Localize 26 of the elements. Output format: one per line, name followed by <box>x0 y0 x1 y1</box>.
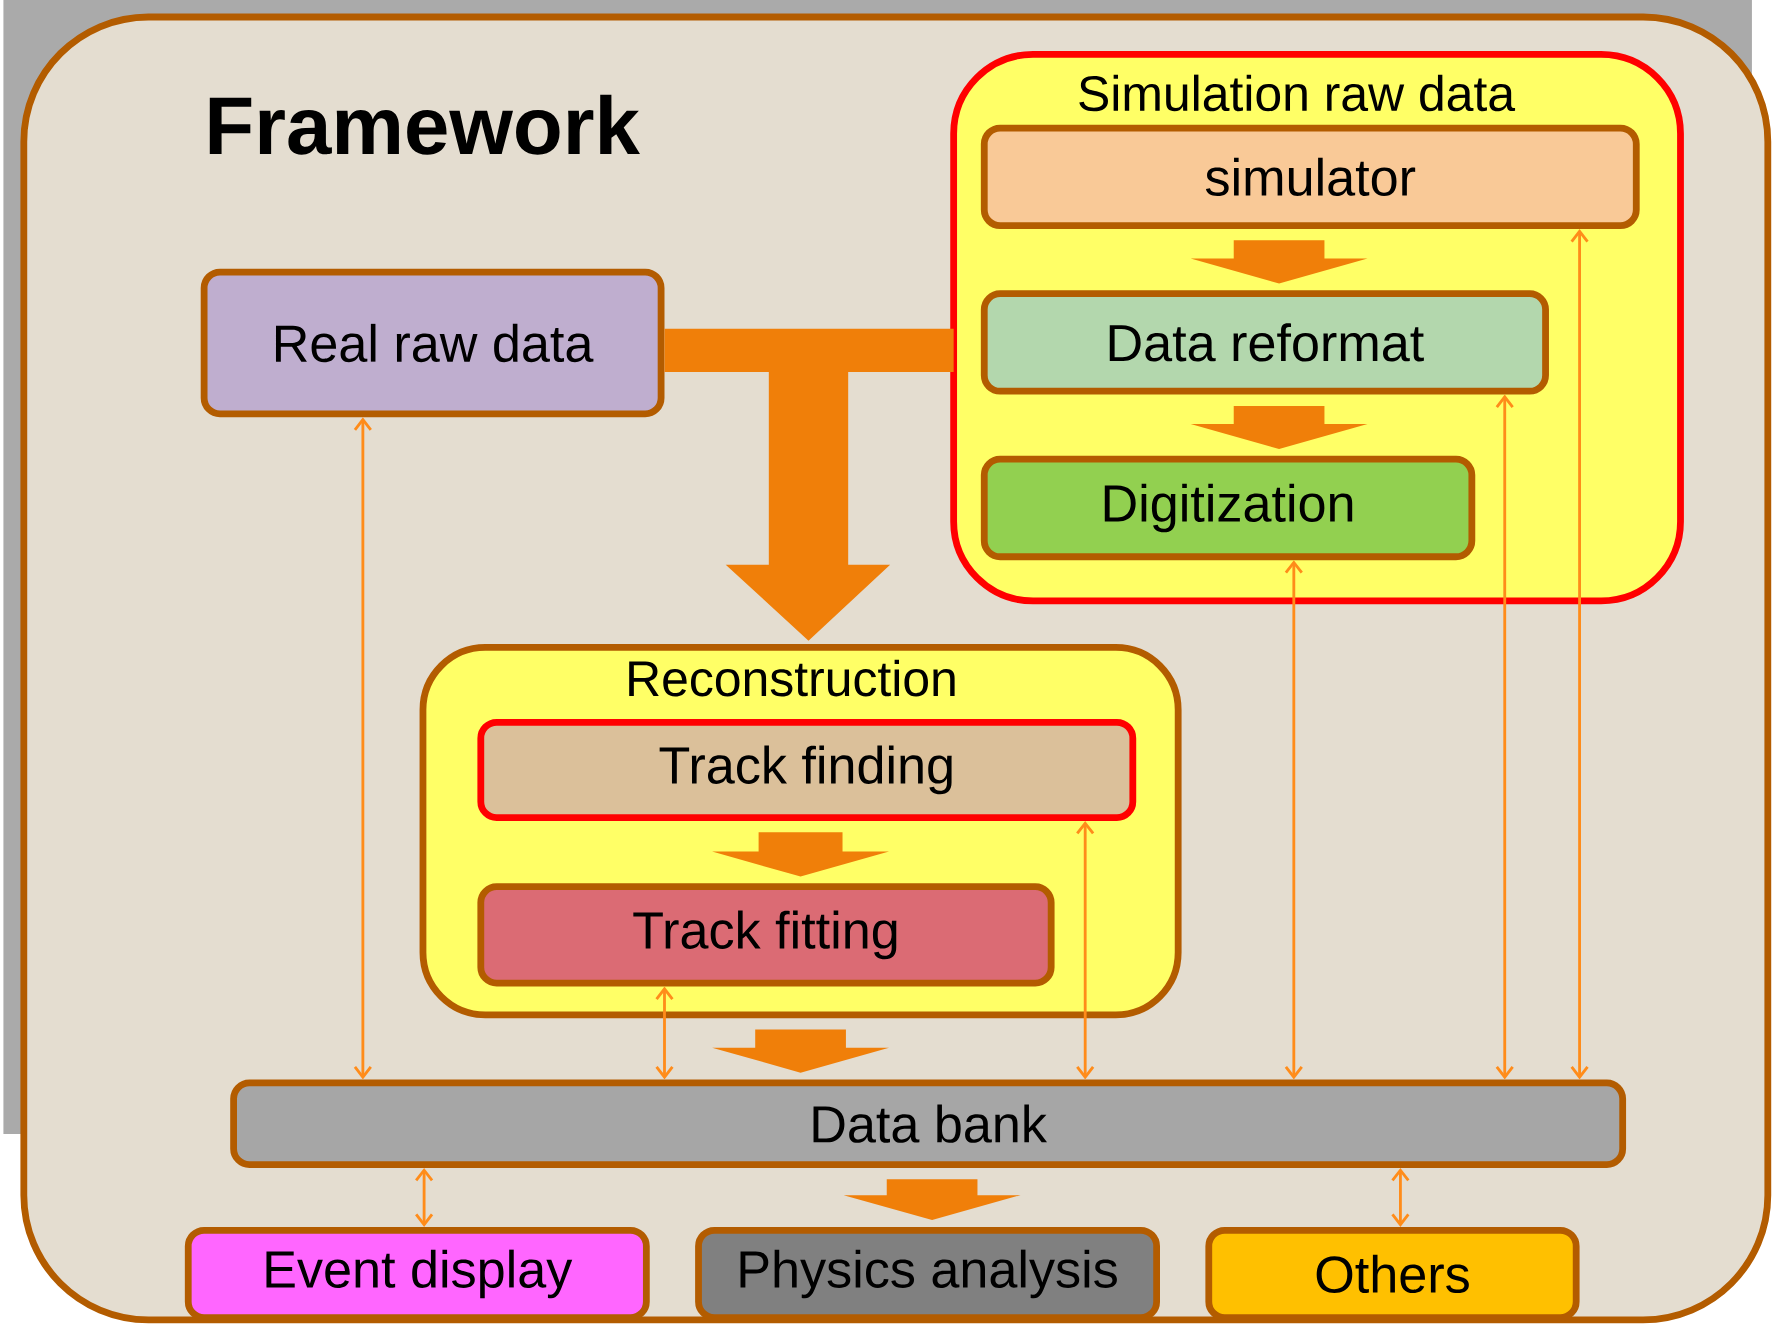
block-arrow <box>1190 406 1368 450</box>
data-box: Real raw data <box>200 268 665 418</box>
process-box: Digitization <box>980 456 1476 561</box>
heading: Reconstruction <box>629 659 955 697</box>
block-arrow <box>664 329 954 641</box>
process-box: Data reformat <box>980 290 1549 395</box>
block-arrow <box>843 1179 1021 1221</box>
double-arrow <box>1391 1168 1410 1228</box>
double-arrow <box>415 1168 434 1228</box>
block-arrow <box>712 1029 889 1073</box>
data-bank-bar: Data bank <box>230 1079 1627 1169</box>
output-box: Physics analysis <box>695 1227 1160 1322</box>
double-arrow <box>1284 560 1303 1080</box>
double-arrow <box>655 986 674 1080</box>
double-arrow <box>1570 229 1589 1080</box>
block-arrow <box>712 832 889 877</box>
output-box: Others <box>1205 1227 1580 1322</box>
output-box: Event display <box>184 1227 650 1322</box>
double-arrow <box>1495 394 1514 1080</box>
process-box: Track finding <box>477 719 1137 822</box>
process-box: simulator <box>980 124 1640 230</box>
heading: Framework <box>209 94 640 155</box>
process-box: Track fitting <box>477 883 1055 987</box>
heading: Simulation raw data <box>1079 74 1516 112</box>
double-arrow <box>1076 821 1095 1080</box>
double-arrow <box>353 417 372 1080</box>
